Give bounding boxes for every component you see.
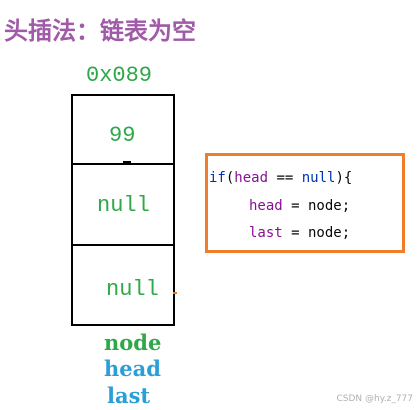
code-snippet-box (205, 153, 405, 253)
node-divider-2 (71, 244, 175, 246)
code-keyword-null: null (301, 170, 336, 186)
diagram-title: 头插法：链表为空 (4, 16, 196, 45)
code-line-3-rest: = node; (282, 225, 351, 241)
node-field-2: null (97, 193, 150, 218)
pointer-mark (173, 292, 177, 294)
node-field-3: null (106, 277, 159, 302)
code-keyword-if: if (209, 170, 226, 186)
label-head: head (104, 356, 161, 381)
code-last-assign: last (249, 225, 283, 241)
label-last: last (107, 383, 151, 408)
code-close-brace: ){ (335, 170, 353, 186)
node-divider-1 (71, 163, 175, 165)
divider-tick-mark (123, 161, 131, 163)
label-node: node (104, 330, 162, 355)
code-head-ref: head (234, 170, 269, 186)
linked-list-node (71, 94, 175, 326)
node-address: 0x089 (86, 63, 153, 88)
code-head-assign: head (249, 198, 283, 214)
code-line-1: if(head == null){ (209, 168, 352, 188)
code-open-paren: ( (225, 170, 235, 186)
watermark: CSDN @hy.z_777 (336, 394, 413, 404)
code-line-3: last = node; (249, 223, 350, 243)
code-line-2-rest: = node; (282, 198, 351, 214)
code-equals-op: == (268, 170, 302, 186)
node-data-value: 99 (109, 123, 136, 148)
code-line-2: head = node; (249, 196, 350, 216)
